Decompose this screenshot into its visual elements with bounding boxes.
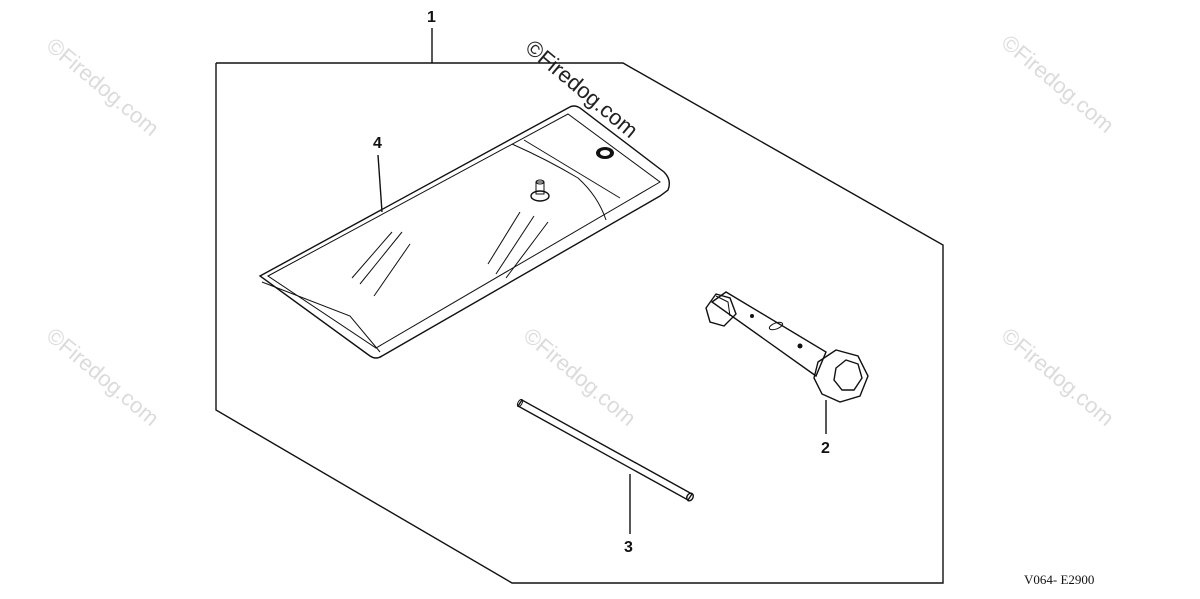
- box-wrench-small-end-face: [715, 295, 731, 317]
- tool-bag-shine-5: [495, 215, 535, 275]
- watermark-top-center: ©Firedog.com: [521, 35, 643, 143]
- callout-2: 2: [821, 400, 830, 457]
- watermark-top-left: ©Firedog.com: [42, 33, 164, 141]
- snap-stud-icon: [530, 179, 550, 202]
- tool-bag-fold-line: [511, 143, 607, 221]
- tool-bag-shine-3: [373, 243, 411, 297]
- tool-bag-shine-2: [359, 231, 403, 285]
- tool-bag: [258, 105, 671, 359]
- callout-4-label: 4: [373, 135, 382, 152]
- watermark-top-right: ©Firedog.com: [997, 30, 1119, 138]
- tommy-bar-end-right: [686, 492, 694, 502]
- box-wrench-large-end: [813, 349, 869, 403]
- tommy-bar: [516, 398, 694, 502]
- callout-1-label: 1: [427, 9, 436, 26]
- box-wrench-slot-hole: [768, 321, 784, 331]
- tommy-bar-body: [516, 399, 694, 501]
- tool-bag-shine-6: [505, 221, 549, 279]
- watermark-mid-left: ©Firedog.com: [42, 323, 164, 431]
- watermark-mid-right: ©Firedog.com: [997, 323, 1119, 431]
- box-wrench-pin-hole: [797, 343, 803, 349]
- box-wrench-pin-hole-2: [750, 314, 754, 318]
- tool-bag-flap-edge: [523, 139, 621, 199]
- watermark-group: ©Firedog.com ©Firedog.com ©Firedog.com ©…: [42, 30, 1119, 431]
- box-wrench-hex-socket: [833, 359, 863, 391]
- callout-4-leader: [377, 154, 383, 213]
- kit-boundary-outline: [215, 62, 944, 584]
- tool-bag-shine-1: [351, 231, 393, 279]
- callout-2-label: 2: [821, 440, 830, 457]
- box-wrench-small-end: [705, 293, 737, 327]
- callout-1: 1: [427, 9, 436, 63]
- tool-bag-bottom-fold: [261, 281, 381, 353]
- callout-3: 3: [624, 474, 633, 556]
- box-wrench: [705, 291, 869, 403]
- tool-bag-shine-4: [487, 211, 521, 265]
- watermark-mid-center: ©Firedog.com: [519, 323, 641, 431]
- callout-3-label: 3: [624, 539, 633, 556]
- box-wrench-body: [710, 291, 827, 378]
- tommy-bar-end-left: [516, 398, 524, 408]
- drawing-code: V064- E2900: [1024, 572, 1094, 587]
- tool-bag-outer: [258, 105, 671, 359]
- callout-4: 4: [373, 135, 383, 213]
- snap-socket-icon: [596, 147, 614, 159]
- tool-bag-inner: [267, 113, 661, 349]
